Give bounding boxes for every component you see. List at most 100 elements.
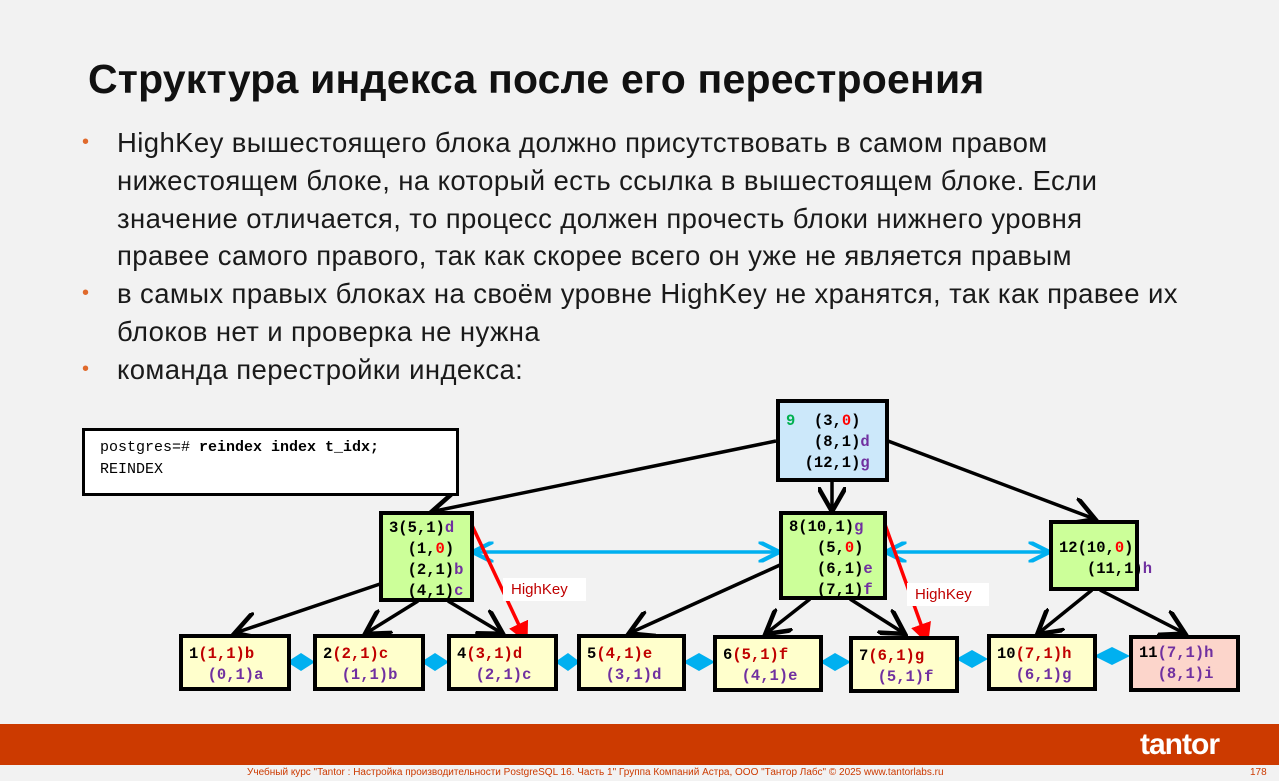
index-tuple: (7,1)f (789, 580, 883, 601)
index-tuple: 6(5,1)f (723, 645, 819, 666)
sibling-link-arrow (287, 653, 315, 671)
tuple-text: (11,1) (1059, 560, 1143, 578)
tuple-text: (1,1)b (323, 666, 398, 684)
index-tuple: (1,1)b (323, 665, 421, 686)
tuple-text: d (860, 433, 870, 451)
index-block-4: 4(3,1)d (2,1)c (447, 634, 558, 691)
tuple-text: 2 (323, 645, 333, 663)
leaf-sibling-links (287, 647, 1130, 671)
index-tuple: (6,1)e (789, 559, 883, 580)
pointer-arrow (1040, 588, 1094, 632)
index-tuple: (3,1)d (587, 665, 682, 686)
tuple-text: 0 (844, 539, 855, 557)
tuple-text: ) (444, 540, 455, 558)
pointer-arrow (632, 563, 781, 632)
index-tuple: (0,1)a (189, 665, 287, 686)
index-tuple: (4,1)e (723, 666, 819, 687)
index-tuple: (5,0) (789, 538, 883, 559)
tuple-text: 11 (1139, 644, 1158, 662)
index-tuple: 12(10,0) (1059, 538, 1135, 559)
tuple-text: ) (1124, 539, 1134, 557)
bullet-list: • HighKey вышестоящего блока должно прису… (82, 124, 1182, 389)
tuple-text: f (863, 581, 873, 599)
tuple-text: d (444, 519, 455, 537)
code-output: REINDEX (100, 461, 164, 478)
pointer-arrow (447, 599, 500, 632)
tuple-text: (2,1)c (332, 645, 389, 663)
bullet-icon: • (82, 357, 90, 380)
pointer-arrow (887, 439, 1092, 518)
tuple-text: 7 (859, 647, 869, 665)
index-block-3: 3(5,1)d (1,0) (2,1)b (4,1)c (379, 511, 474, 602)
tuple-text: 4 (457, 645, 467, 663)
tuple-text: g (854, 518, 864, 536)
index-tuple: 3(5,1)d (389, 518, 470, 539)
pointer-arrow (368, 599, 419, 632)
index-tuple: 7(6,1)g (859, 646, 955, 667)
tuple-text: (7,1)h (1015, 645, 1072, 663)
bullet-icon: • (82, 131, 90, 153)
slide-title: Структура индекса после его перестроения (88, 56, 985, 102)
bullet-item: • в самых правых блоках на своём уровне H… (82, 275, 1182, 351)
bullet-text: команда перестройки индекса: (117, 353, 524, 385)
tuple-text: (5,1)f (732, 646, 789, 664)
tuple-text: e (863, 560, 873, 578)
tuple-text: (4,1) (389, 582, 455, 600)
tuple-text: g (860, 454, 870, 472)
index-tuple: (1,0) (389, 539, 470, 560)
tuple-text: (1,1)b (198, 645, 255, 663)
index-block-6: 6(5,1)f (4,1)e (713, 635, 823, 692)
tuple-text: (6,1) (789, 560, 864, 578)
index-tuple: 11(7,1)h (1139, 643, 1236, 664)
tuple-text: (6,1)g (997, 666, 1072, 684)
index-block-11: 11(7,1)h (8,1)i (1129, 635, 1240, 692)
tuple-text: (5,1)f (859, 668, 934, 686)
bullet-text: в самых правых блоках на своём уровне Hi… (117, 278, 1178, 347)
pointer-arrow (1099, 588, 1182, 632)
tuple-text: 0 (841, 412, 852, 430)
tuple-text: (8,1)i (1139, 665, 1214, 683)
tuple-text: 10 (997, 645, 1016, 663)
index-block-2: 2(2,1)c (1,1)b (313, 634, 425, 691)
sibling-link-arrow (1094, 647, 1130, 665)
tuple-text: h (1142, 560, 1153, 578)
tuple-text: 0 (435, 540, 445, 558)
index-tuple: (12,1)g (786, 453, 885, 474)
index-block-7: 7(6,1)g (5,1)f (849, 636, 959, 693)
pointer-arrow (238, 582, 381, 632)
tuple-text: (3,1)d (466, 645, 523, 663)
index-tuple: 5(4,1)e (587, 644, 682, 665)
tuple-text: 3(5,1) (389, 519, 445, 537)
tuple-text: (6,1)g (868, 647, 925, 665)
sibling-link-arrow (683, 653, 715, 671)
tuple-text: (8,1) (786, 433, 861, 451)
bullet-item: • команда перестройки индекса: (82, 351, 1182, 389)
index-block-9: 9 (3,0) (8,1)d (12,1)g (776, 399, 889, 482)
highkey-label: HighKey (503, 578, 586, 601)
bullet-text: HighKey вышестоящего блока должно присут… (117, 127, 1098, 272)
pointer-arrow (435, 439, 777, 511)
code-box: postgres=# reindex index t_idx; REINDEX (82, 428, 459, 496)
index-block-8: 8(10,1)g (5,0) (6,1)e (7,1)f (779, 511, 887, 600)
index-tuple: (8,1)i (1139, 664, 1236, 685)
tuple-text: ) (854, 539, 864, 557)
highkey-arrow (881, 518, 931, 645)
tuple-text: 12(10, (1059, 539, 1115, 557)
tuple-text: 5 (587, 645, 597, 663)
index-block-10: 10(7,1)h (6,1)g (987, 634, 1097, 691)
tantor-logo: tantor (1140, 728, 1220, 761)
tuple-text: (7,1)h (1157, 644, 1214, 662)
tuple-text: 8(10,1) (789, 518, 855, 536)
index-tuple: 9 (3,0) (786, 411, 885, 432)
tuple-text: (3,1)d (587, 666, 662, 684)
bullet-icon: • (82, 282, 90, 305)
tuple-text: (2,1) (389, 561, 455, 579)
tuple-text: c (454, 582, 464, 600)
tuple-text: 6 (723, 646, 733, 664)
sibling-link-arrow (820, 653, 851, 671)
pointer-arrow (768, 597, 812, 632)
footer-bar (0, 724, 1279, 765)
tuple-text: ) (851, 412, 861, 430)
tuple-text: 1 (189, 645, 199, 663)
